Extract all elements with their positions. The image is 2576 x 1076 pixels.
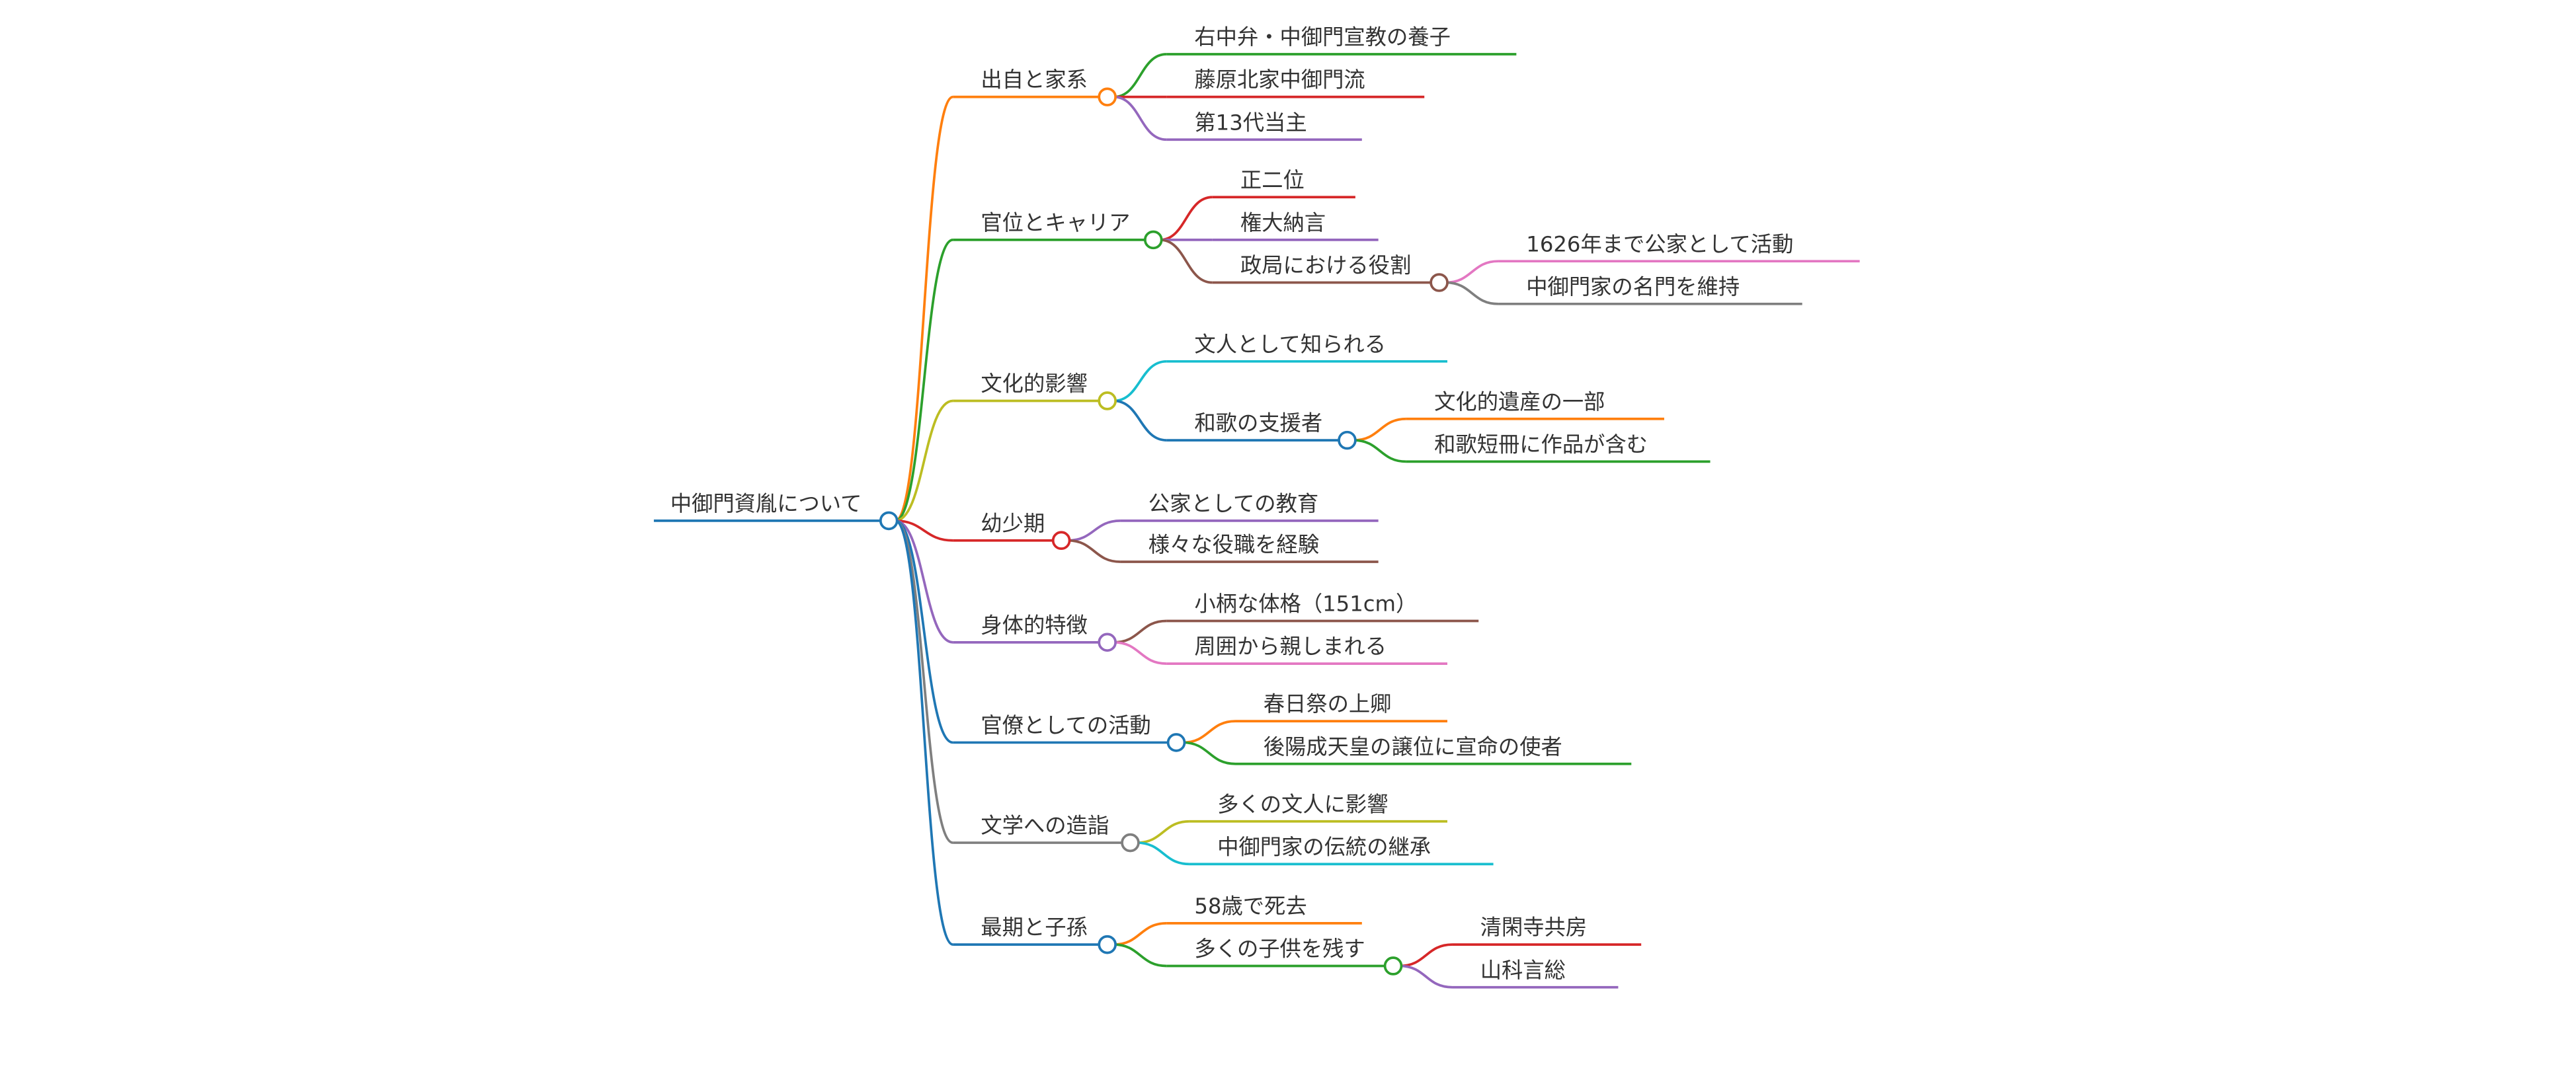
branch-node-connector: [895, 519, 953, 946]
root-node-label[interactable]: 中御門資胤について: [670, 491, 862, 516]
branch-node-collapse-toggle[interactable]: [1098, 87, 1117, 106]
branch-node-connector: [895, 399, 953, 522]
sub-leaf-node-label[interactable]: 和歌短冊に作品が含む: [1434, 432, 1648, 457]
branch-node-connector: [895, 519, 953, 844]
branch-node-label[interactable]: 最期と子孫: [981, 915, 1087, 940]
leaf-node-collapse-toggle[interactable]: [1338, 430, 1357, 450]
branch-node-label[interactable]: 出自と家系: [981, 67, 1087, 93]
leaf-node-label[interactable]: 多くの文人に影響: [1217, 792, 1388, 817]
leaf-node-connector: [1068, 539, 1121, 563]
sub-leaf-node-connector: [1353, 439, 1406, 463]
leaf-node-connector: [1113, 640, 1167, 666]
leaf-node-label[interactable]: 多くの子供を残す: [1194, 937, 1365, 962]
leaf-node-label[interactable]: 58歳で死去: [1194, 894, 1307, 919]
branch-node-label[interactable]: 官僚としての活動: [981, 713, 1150, 738]
sub-leaf-node-connector: [1445, 260, 1499, 284]
root-node-collapse-toggle[interactable]: [879, 511, 899, 531]
branch-node-collapse-toggle[interactable]: [1143, 230, 1163, 250]
branch-node-label[interactable]: 官位とキャリア: [981, 210, 1130, 235]
leaf-node-label[interactable]: 政局における役割: [1240, 253, 1411, 278]
branch-node-connector: [895, 519, 953, 744]
leaf-node-connector: [1137, 820, 1189, 844]
branch-node-collapse-toggle[interactable]: [1098, 633, 1117, 652]
leaf-node-connector: [1113, 619, 1167, 644]
sub-leaf-node-connector: [1445, 281, 1499, 305]
leaf-node-label[interactable]: 春日祭の上卿: [1264, 691, 1392, 716]
leaf-node-connector: [1113, 399, 1167, 442]
leaf-node-connector: [1160, 239, 1213, 284]
leaf-node-label[interactable]: 第13代当主: [1194, 110, 1307, 135]
leaf-node-label[interactable]: 右中弁・中御門宣教の養子: [1194, 24, 1451, 50]
leaf-node-collapse-toggle[interactable]: [1429, 273, 1449, 292]
leaf-node-connector: [1068, 519, 1121, 542]
branch-node-collapse-toggle[interactable]: [1051, 531, 1071, 551]
branch-node-collapse-toggle[interactable]: [1121, 833, 1140, 853]
branch-node-connector: [895, 519, 953, 644]
leaf-node-label[interactable]: 和歌の支援者: [1194, 410, 1322, 436]
leaf-node-connector: [1113, 360, 1167, 403]
leaf-node-collapse-toggle[interactable]: [1383, 956, 1403, 976]
leaf-node-label[interactable]: 権大納言: [1240, 210, 1326, 235]
leaf-node-label[interactable]: 文人として知られる: [1194, 332, 1386, 357]
branch-node-collapse-toggle[interactable]: [1098, 391, 1117, 410]
leaf-node-label[interactable]: 後陽成天皇の譲位に宣命の使者: [1264, 734, 1562, 759]
sub-leaf-node-label[interactable]: 中御門家の名門を維持: [1526, 274, 1740, 299]
leaf-node-label[interactable]: 周囲から親しまれる: [1194, 634, 1387, 659]
leaf-node-connector: [1113, 53, 1167, 98]
sub-leaf-node-connector: [1399, 943, 1453, 968]
leaf-node-connector: [1137, 841, 1189, 866]
sub-leaf-node-label[interactable]: 文化的遺産の一部: [1434, 389, 1605, 414]
leaf-node-label[interactable]: 様々な役職を経験: [1148, 532, 1319, 557]
leaf-node-connector: [1182, 741, 1236, 765]
leaf-node-connector: [1113, 95, 1167, 141]
leaf-node-label[interactable]: 小柄な体格（151cm）: [1194, 592, 1417, 617]
sub-leaf-node-label[interactable]: 山科言総: [1480, 958, 1566, 983]
sub-leaf-node-connector: [1353, 417, 1406, 442]
branch-node-connector: [895, 519, 953, 542]
leaf-node-connector: [1113, 943, 1167, 968]
branch-node-label[interactable]: 幼少期: [981, 511, 1045, 536]
sub-leaf-node-label[interactable]: 清閑寺共房: [1480, 915, 1587, 940]
leaf-node-label[interactable]: 藤原北家中御門流: [1194, 67, 1365, 93]
leaf-node-label[interactable]: 正二位: [1240, 167, 1305, 192]
branch-node-connector: [895, 239, 953, 522]
leaf-node-connector: [1160, 196, 1213, 241]
branch-node-collapse-toggle[interactable]: [1166, 733, 1186, 752]
leaf-node-connector: [1113, 921, 1167, 946]
branch-node-collapse-toggle[interactable]: [1098, 935, 1117, 954]
sub-leaf-node-connector: [1399, 964, 1453, 989]
branch-node-label[interactable]: 身体的特徴: [981, 613, 1087, 638]
branch-node-label[interactable]: 文化的影響: [981, 371, 1087, 397]
sub-leaf-node-label[interactable]: 1626年まで公家として活動: [1526, 231, 1793, 256]
leaf-node-connector: [1182, 720, 1236, 744]
leaf-node-label[interactable]: 公家としての教育: [1148, 491, 1318, 516]
branch-node-label[interactable]: 文学への造詣: [981, 813, 1109, 838]
leaf-node-label[interactable]: 中御門家の伝統の継承: [1217, 834, 1431, 859]
branch-node-connector: [895, 95, 953, 522]
